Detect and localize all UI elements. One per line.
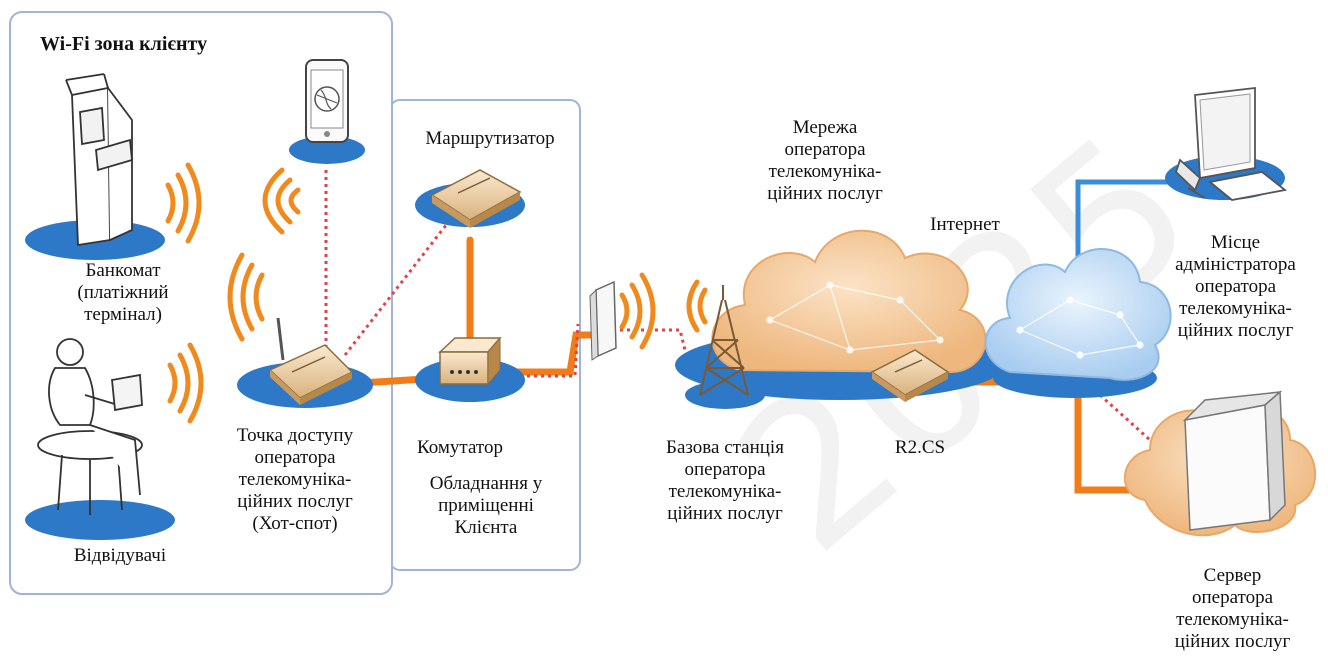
atm-label-line-1: Банкомат: [85, 260, 161, 281]
link-internet-admin: [1075, 179, 1205, 265]
access-point-line-4: ційних послуг: [237, 491, 353, 512]
link-internet-server: [1074, 391, 1154, 494]
admin-place-line-3: оператора: [1194, 276, 1277, 297]
dotted-switch-antenna: [506, 323, 580, 378]
waves-antenna: [619, 272, 656, 350]
server-icon: [1123, 390, 1317, 537]
platform-visitors: [25, 500, 175, 540]
antenna-icon: [589, 280, 617, 361]
dotted-internet-server: [1098, 393, 1152, 442]
platform-phone: [289, 136, 365, 164]
access-point-label: Точка доступу оператора телекомуніка- ці…: [200, 425, 390, 535]
waves-phone: [262, 167, 301, 235]
operator-network-label: Мережа оператора телекомуніка- ційних по…: [725, 117, 925, 205]
smartphone-icon: [305, 59, 349, 143]
admin-place-line-1: Місце: [1210, 232, 1261, 253]
access-point-line-2: оператора: [254, 447, 336, 468]
visitor-laptop-icon: [37, 338, 143, 515]
internet-label: Інтернет: [930, 214, 1000, 235]
server-line-3: телекомуніка-: [1176, 609, 1289, 630]
client-equipment-line-2: приміщенні: [438, 495, 534, 516]
waves-tower: [686, 279, 708, 333]
admin-place-line-2: адміністратора: [1175, 254, 1296, 275]
client-equipment-line-3: Клієнта: [454, 517, 518, 538]
dotted-ap-router: [343, 219, 452, 356]
base-station-line-1: Базова станція: [666, 437, 784, 458]
router-label: Маршрутизатор: [425, 128, 555, 149]
tower-icon: [699, 285, 749, 396]
operator-network-line-3: телекомуніка-: [768, 161, 882, 182]
atm-label-line-3: термінал): [84, 304, 162, 325]
server-label: Сервер оператора телекомуніка- ційних по…: [1140, 565, 1325, 653]
switch-icon: [438, 336, 502, 386]
waves-atm: [165, 162, 202, 244]
admin-computer-icon: [1174, 86, 1288, 201]
server-line-1: Сервер: [1203, 565, 1262, 586]
r2cs-router-icon: [870, 349, 950, 402]
atm-label: Банкомат (платіжний термінал): [48, 260, 198, 326]
router-icon: [430, 169, 522, 228]
access-point-line-5: (Хот-спот): [252, 513, 338, 534]
client-equipment-line-1: Обладнання у: [429, 473, 543, 494]
r2cs-label: R2.CS: [894, 437, 946, 458]
base-station-label: Базова станція оператора телекомуніка- ц…: [630, 437, 820, 525]
base-station-line-3: телекомуніка-: [668, 481, 782, 502]
access-point-line-1: Точка доступу: [236, 425, 354, 446]
waves-visitors: [167, 342, 204, 424]
admin-place-line-5: ційних послуг: [1177, 320, 1294, 341]
wifi-waves: [165, 162, 708, 424]
switch-label: Комутатор: [417, 437, 503, 458]
atm-label-line-2: (платіжний: [77, 282, 169, 303]
operator-network-line-4: ційних послуг: [767, 183, 883, 204]
internet-cloud-icon: [984, 248, 1172, 398]
operator-network-line-1: Мережа: [792, 117, 858, 138]
admin-place-line-4: телекомуніка-: [1179, 298, 1292, 319]
base-station-line-2: оператора: [684, 459, 766, 480]
link-switch-antenna: [501, 331, 600, 376]
base-station-line-4: ційних послуг: [667, 503, 783, 524]
operator-network-line-2: оператора: [784, 139, 866, 160]
access-point-icon: [268, 317, 354, 405]
atm-icon: [65, 73, 133, 247]
client-equipment-label: Обладнання у приміщенні Клієнта: [398, 473, 574, 539]
server-line-4: ційних послуг: [1174, 631, 1291, 652]
server-line-2: оператора: [1191, 587, 1274, 608]
access-point-line-3: телекомуніка-: [238, 469, 352, 490]
visitors-label: Відвідувачі: [73, 545, 167, 566]
waves-ap: [227, 252, 265, 342]
zone-title: Wi-Fi зона клієнту: [40, 33, 208, 55]
admin-place-label: Місце адміністратора оператора телекомун…: [1148, 232, 1323, 342]
